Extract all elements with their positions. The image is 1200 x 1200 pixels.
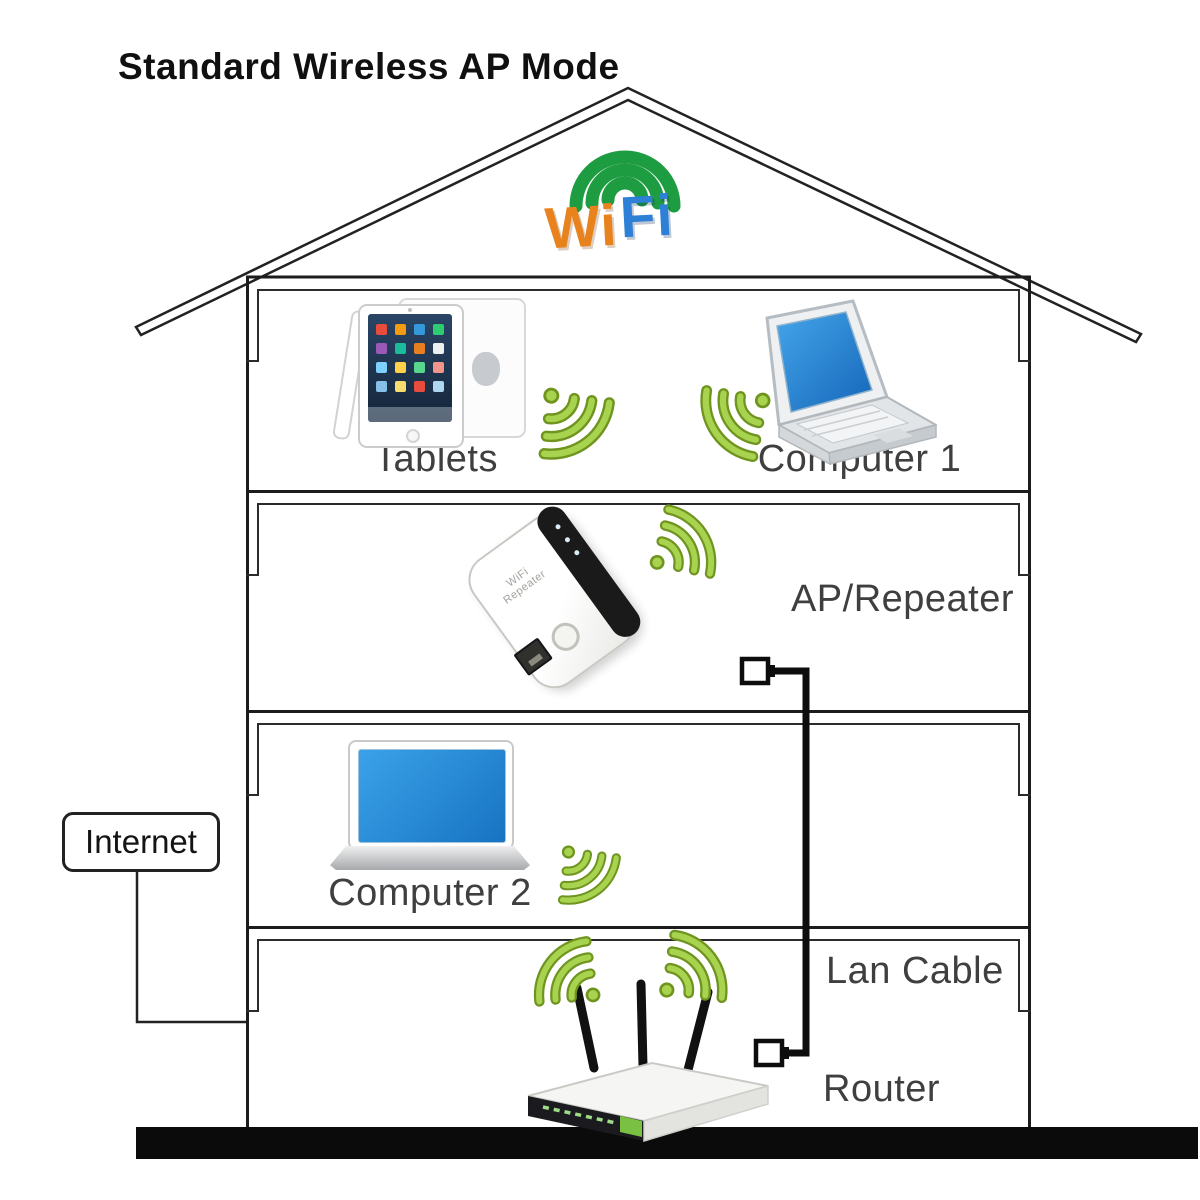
ap-device-text: WiFi Repeater xyxy=(501,565,549,607)
room-outline-floor3 xyxy=(246,723,1031,796)
ap-repeater-label: AP/Repeater xyxy=(790,578,1015,620)
room-outline-floor4 xyxy=(246,939,1031,1012)
rj45-plug-top xyxy=(739,656,775,686)
room-outline-floor1 xyxy=(246,289,1031,362)
computer2-base xyxy=(330,846,530,870)
wifi-logo: WiFi xyxy=(543,183,675,263)
wifi-signal-fan-icon-tablets xyxy=(536,387,610,461)
computer1-illustration xyxy=(765,299,937,466)
tablets-illustration xyxy=(331,296,535,448)
wifi-signal-icons xyxy=(533,383,772,1009)
tablet-screen xyxy=(368,314,452,422)
page-title: Standard Wireless AP Mode xyxy=(118,46,620,87)
router-label: Router xyxy=(823,1068,941,1110)
internet-line xyxy=(135,869,246,1024)
computer2-screen xyxy=(348,740,514,850)
router-illustration xyxy=(527,979,769,1143)
wifi-signal-fan-icon-ap xyxy=(648,508,721,581)
tablet-app-grid xyxy=(376,324,387,335)
computer2-illustration xyxy=(330,736,530,872)
computer2-label: Computer 2 xyxy=(328,872,532,914)
wifi-logo-arcs-icon xyxy=(569,150,681,213)
wifi-logo-fi: Fi xyxy=(618,182,676,251)
internet-label: Internet xyxy=(85,823,197,860)
tablet-home-button xyxy=(406,429,420,443)
tablet-dock xyxy=(368,407,452,422)
wifi-signal-fan-icon-computer1 xyxy=(697,383,772,458)
internet-box: Internet xyxy=(62,812,220,872)
room-outline-floor2 xyxy=(246,503,1031,576)
ap-wps-button xyxy=(546,617,586,657)
lan-cable-label: Lan Cable xyxy=(826,950,1004,992)
wifi-signal-fan-icon-router-left xyxy=(533,940,601,1008)
rj45-plug-bottom xyxy=(753,1038,789,1068)
lan-cable xyxy=(750,667,810,1057)
tablet-front-view xyxy=(358,304,464,448)
wifi-signal-fan-icon-computer2 xyxy=(556,845,617,906)
tablet-camera-dot xyxy=(408,308,412,312)
wifi-signal-fan-icon-router-right xyxy=(658,934,729,1005)
roof xyxy=(134,86,1143,344)
tablet-logo xyxy=(472,352,500,386)
wifi-logo-wi: Wi xyxy=(543,192,620,262)
